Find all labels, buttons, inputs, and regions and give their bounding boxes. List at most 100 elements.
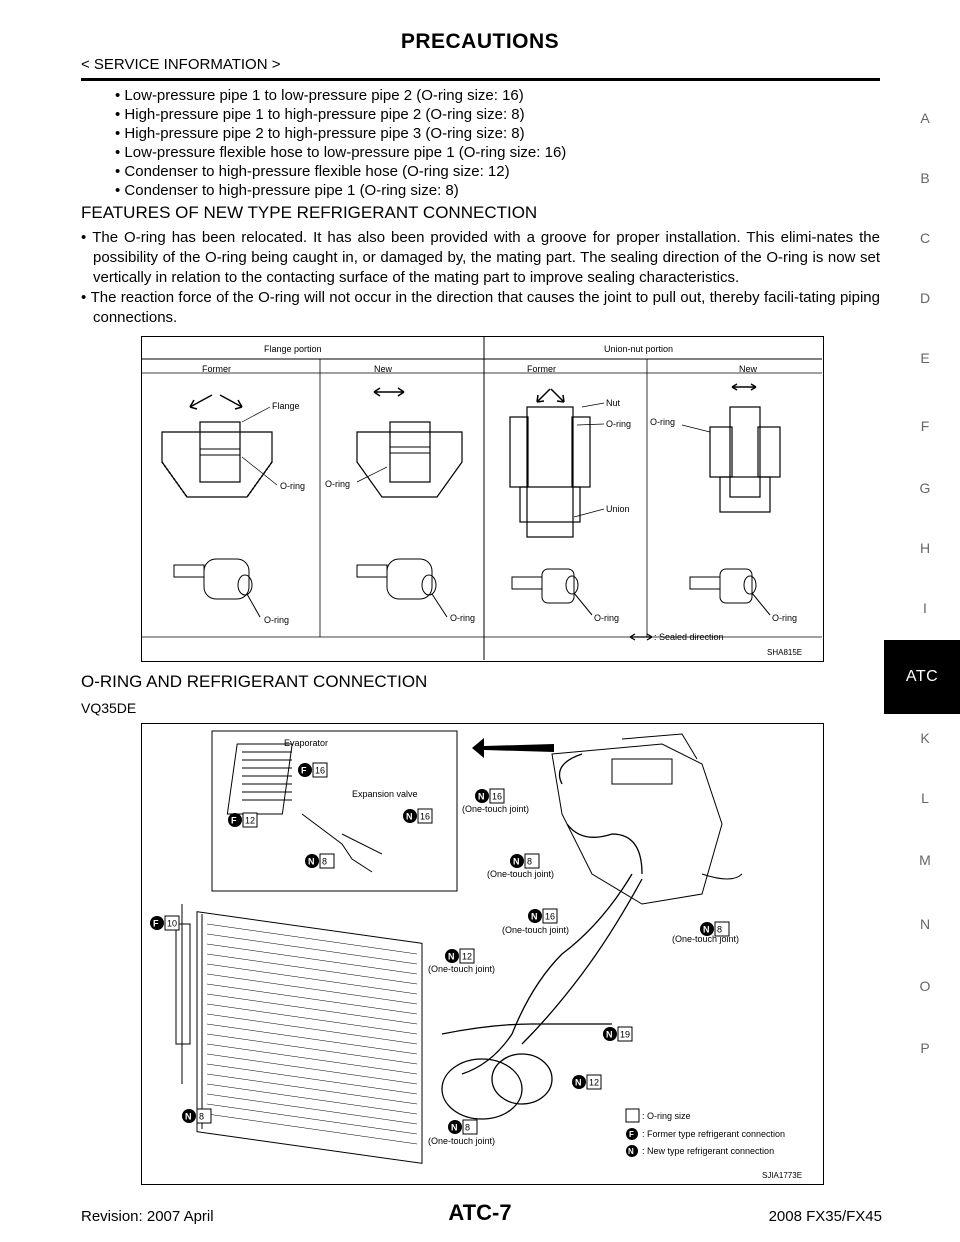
- side-index-o[interactable]: O: [919, 978, 931, 994]
- oring-size-legend-icon: [625, 1108, 640, 1123]
- side-index-l[interactable]: L: [921, 790, 929, 806]
- svg-text:F: F: [629, 1130, 634, 1139]
- svg-text:8: 8: [465, 1123, 470, 1133]
- side-index-i[interactable]: I: [923, 600, 927, 616]
- double-arrow-icon: [629, 633, 653, 641]
- connection-badge: N 12: [445, 948, 475, 964]
- oring-label: O-ring: [650, 417, 675, 427]
- one-touch-label: (One-touch joint): [502, 925, 569, 935]
- svg-text:16: 16: [545, 912, 555, 922]
- svg-text:N: N: [478, 792, 485, 802]
- revision-label: Revision: 2007 April: [81, 1208, 214, 1225]
- svg-text:N: N: [185, 1112, 192, 1122]
- list-item: The O-ring has been relocated. It has al…: [81, 228, 880, 288]
- model-label: 2008 FX35/FX45: [768, 1208, 882, 1225]
- svg-text:N: N: [448, 952, 455, 962]
- side-index-p[interactable]: P: [920, 1040, 930, 1056]
- evaporator-label: Evaporator: [284, 738, 328, 748]
- side-index-b[interactable]: B: [920, 170, 930, 186]
- engine-label: VQ35DE: [81, 700, 137, 716]
- list-item: Low-pressure flexible hose to low-pressu…: [115, 143, 566, 162]
- svg-text:12: 12: [245, 816, 255, 826]
- svg-text:12: 12: [462, 952, 472, 962]
- page-title: PRECAUTIONS: [400, 30, 560, 53]
- side-index-c[interactable]: C: [919, 230, 931, 246]
- svg-text:16: 16: [315, 766, 325, 776]
- sealed-direction-legend: : Sealed direction: [654, 632, 724, 642]
- list-item: High-pressure pipe 1 to high-pressure pi…: [115, 105, 566, 124]
- svg-text:N: N: [513, 857, 520, 867]
- svg-text:8: 8: [717, 925, 722, 935]
- expansion-valve-label: Expansion valve: [352, 789, 418, 799]
- side-index-a[interactable]: A: [920, 110, 930, 126]
- section-label: < SERVICE INFORMATION >: [81, 56, 281, 73]
- svg-text:12: 12: [589, 1078, 599, 1088]
- figure-code: SHA815E: [767, 648, 802, 657]
- legend-new: : New type refrigerant connection: [642, 1146, 774, 1156]
- list-item: Condenser to high-pressure flexible hose…: [115, 162, 566, 181]
- oring-label: O-ring: [325, 479, 350, 489]
- connection-badge: N 16: [528, 908, 558, 924]
- svg-text:N: N: [703, 925, 710, 935]
- former-label: Former: [202, 364, 231, 374]
- side-index-d[interactable]: D: [919, 290, 931, 306]
- flange-label: Flange: [272, 401, 300, 411]
- new-label: New: [374, 364, 393, 374]
- one-touch-label: (One-touch joint): [462, 804, 529, 814]
- one-touch-label: (One-touch joint): [428, 1136, 495, 1146]
- side-index-k[interactable]: K: [920, 730, 930, 746]
- one-touch-label: (One-touch joint): [428, 964, 495, 974]
- connection-badge: F 12: [228, 812, 258, 828]
- new-connection-icon: [626, 1145, 638, 1157]
- list-item: The reaction force of the O-ring will no…: [81, 288, 880, 328]
- svg-text:N: N: [308, 857, 315, 867]
- side-index-e[interactable]: E: [920, 350, 930, 366]
- oring-label: O-ring: [594, 613, 619, 623]
- flange-portion-label: Flange portion: [264, 344, 322, 354]
- page-number: ATC-7: [448, 1200, 512, 1225]
- svg-text:8: 8: [322, 857, 327, 867]
- svg-text:N: N: [606, 1030, 613, 1040]
- side-index-h[interactable]: H: [919, 540, 931, 556]
- svg-text:8: 8: [527, 857, 532, 867]
- side-index-g[interactable]: G: [919, 480, 931, 496]
- oring-label: O-ring: [280, 481, 305, 491]
- svg-text:F: F: [301, 766, 307, 776]
- one-touch-label: (One-touch joint): [672, 934, 739, 944]
- former-label: Former: [527, 364, 556, 374]
- svg-text:16: 16: [420, 812, 430, 822]
- svg-text:N: N: [628, 1147, 634, 1156]
- union-label: Union: [606, 504, 630, 514]
- svg-text:16: 16: [492, 792, 502, 802]
- svg-text:N: N: [451, 1123, 458, 1133]
- features-heading: FEATURES OF NEW TYPE REFRIGERANT CONNECT…: [81, 203, 538, 222]
- side-index-m[interactable]: M: [919, 852, 931, 868]
- front-arrow-icon: [472, 738, 554, 758]
- legend-former: : Former type refrigerant connection: [642, 1129, 785, 1139]
- connection-badge: N 16: [403, 808, 433, 824]
- oring-label: O-ring: [606, 419, 631, 429]
- svg-text:F: F: [153, 919, 159, 929]
- oring-heading: O-RING AND REFRIGERANT CONNECTION: [81, 672, 428, 691]
- side-index-n[interactable]: N: [919, 916, 931, 932]
- former-connection-icon: [626, 1128, 638, 1140]
- refrigerant-layout-figure: Evaporator Expansion valve: [141, 723, 824, 1185]
- svg-text:F: F: [231, 816, 237, 826]
- list-item: Low-pressure pipe 1 to low-pressure pipe…: [115, 86, 566, 105]
- side-index-f[interactable]: F: [920, 418, 930, 434]
- union-portion-label: Union-nut portion: [604, 344, 673, 354]
- svg-text:N: N: [531, 912, 538, 922]
- svg-text:N: N: [406, 812, 413, 822]
- side-index-atc-active[interactable]: ATC: [884, 640, 960, 714]
- header-divider: [81, 78, 880, 81]
- oring-label: O-ring: [450, 613, 475, 623]
- figure-code: SJIA1773E: [762, 1171, 802, 1180]
- svg-text:19: 19: [620, 1030, 630, 1040]
- one-touch-label: (One-touch joint): [487, 869, 554, 879]
